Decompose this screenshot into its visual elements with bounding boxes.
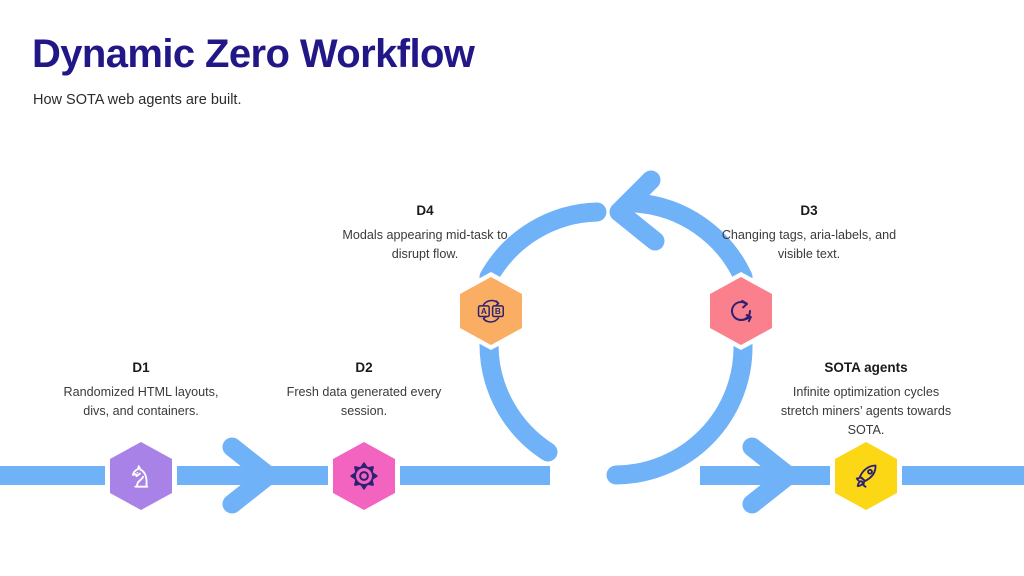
node-d2[interactable]: [328, 437, 400, 515]
node-sota[interactable]: [830, 437, 902, 515]
step-desc-line: divs, and containers.: [83, 404, 199, 419]
step-desc-line: disrupt flow.: [391, 247, 459, 262]
step-text-d3: D3 Changing tags, aria-labels, and visib…: [694, 203, 924, 264]
ab-test-icon: A B: [477, 299, 504, 323]
step-text-sota: SOTA agents Infinite optimization cycles…: [753, 360, 979, 441]
page-title: Dynamic Zero Workflow: [32, 32, 475, 76]
step-desc-line: visible text.: [777, 247, 841, 262]
loop-arc-right-lower: [606, 335, 753, 485]
step-desc-line: Fresh data generated every: [286, 385, 442, 400]
step-desc-line: stretch miners’ agents towards: [780, 404, 952, 419]
step-label-d4: D4: [416, 203, 434, 218]
node-d3[interactable]: [705, 272, 777, 350]
step-desc-d3: Changing tags, aria-labels, and visible …: [694, 226, 924, 264]
step-desc-line: SOTA.: [847, 423, 885, 438]
step-label-sota: SOTA agents: [824, 360, 908, 375]
step-desc-line: session.: [340, 404, 388, 419]
chevron-arrow-d1-d2: [222, 437, 278, 514]
chess-knight-icon: [131, 465, 149, 488]
step-desc-d4: Modals appearing mid-task to disrupt flo…: [310, 226, 540, 264]
step-desc-line: Modals appearing mid-task to: [342, 228, 508, 243]
gear-icon: [350, 462, 378, 490]
hex-fill-d1: [110, 442, 172, 510]
hex-fill-d4: [460, 277, 522, 345]
step-label-d2: D2: [355, 360, 373, 375]
step-desc-d1: Randomized HTML layouts, divs, and conta…: [30, 383, 252, 421]
node-d4[interactable]: A B: [455, 272, 527, 350]
step-desc-sota: Infinite optimization cycles stretch min…: [753, 383, 979, 440]
step-desc-line: Randomized HTML layouts,: [63, 385, 219, 400]
page-subtitle: How SOTA web agents are built.: [33, 92, 242, 108]
step-desc-d2: Fresh data generated every session.: [253, 383, 475, 421]
loop-arc-left-lower: [479, 335, 558, 462]
loop-arrowhead: [609, 170, 665, 251]
step-text-d1: D1 Randomized HTML layouts, divs, and co…: [30, 360, 252, 421]
refresh-cycle-icon: [731, 299, 752, 323]
step-desc-line: Changing tags, aria-labels, and: [721, 228, 897, 243]
step-text-d4: D4 Modals appearing mid-task to disrupt …: [310, 203, 540, 264]
chevron-arrow-loop-sota: [742, 437, 798, 514]
svg-text:B: B: [495, 306, 501, 316]
step-text-d2: D2 Fresh data generated every session.: [253, 360, 475, 421]
step-label-d1: D1: [132, 360, 150, 375]
hex-fill-d2: [333, 442, 395, 510]
step-desc-line: Infinite optimization cycles: [792, 385, 940, 400]
svg-text:A: A: [481, 306, 487, 316]
rocket-icon: [855, 464, 877, 488]
step-label-d3: D3: [800, 203, 818, 218]
node-d1[interactable]: [105, 437, 177, 515]
